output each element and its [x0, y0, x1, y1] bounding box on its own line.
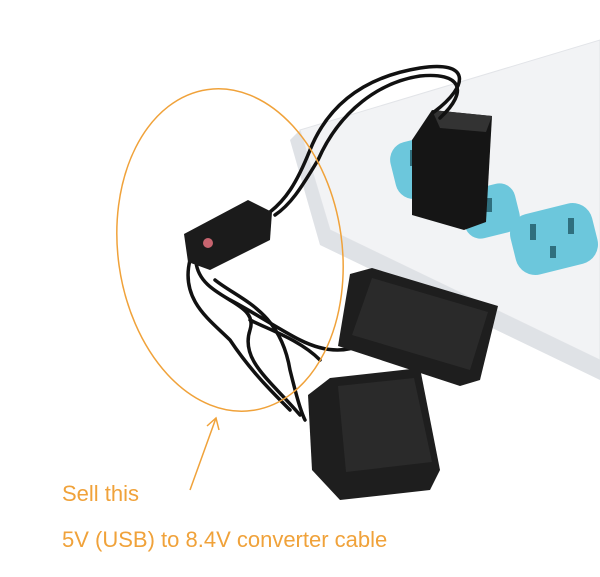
usb-charger — [412, 110, 492, 230]
battery-pack-2 — [308, 368, 440, 500]
highlight-ellipse — [116, 88, 344, 412]
power-strip-edge — [290, 130, 600, 380]
caption-sell-this: Sell this — [62, 481, 140, 506]
battery-pack-1 — [338, 268, 498, 386]
converter-box — [184, 200, 272, 270]
caption-product-description: 5V (USB) to 8.4V converter cable — [62, 527, 388, 552]
pointer-arrow — [189, 416, 220, 491]
converter-cable — [186, 64, 462, 422]
socket-3 — [509, 203, 599, 275]
